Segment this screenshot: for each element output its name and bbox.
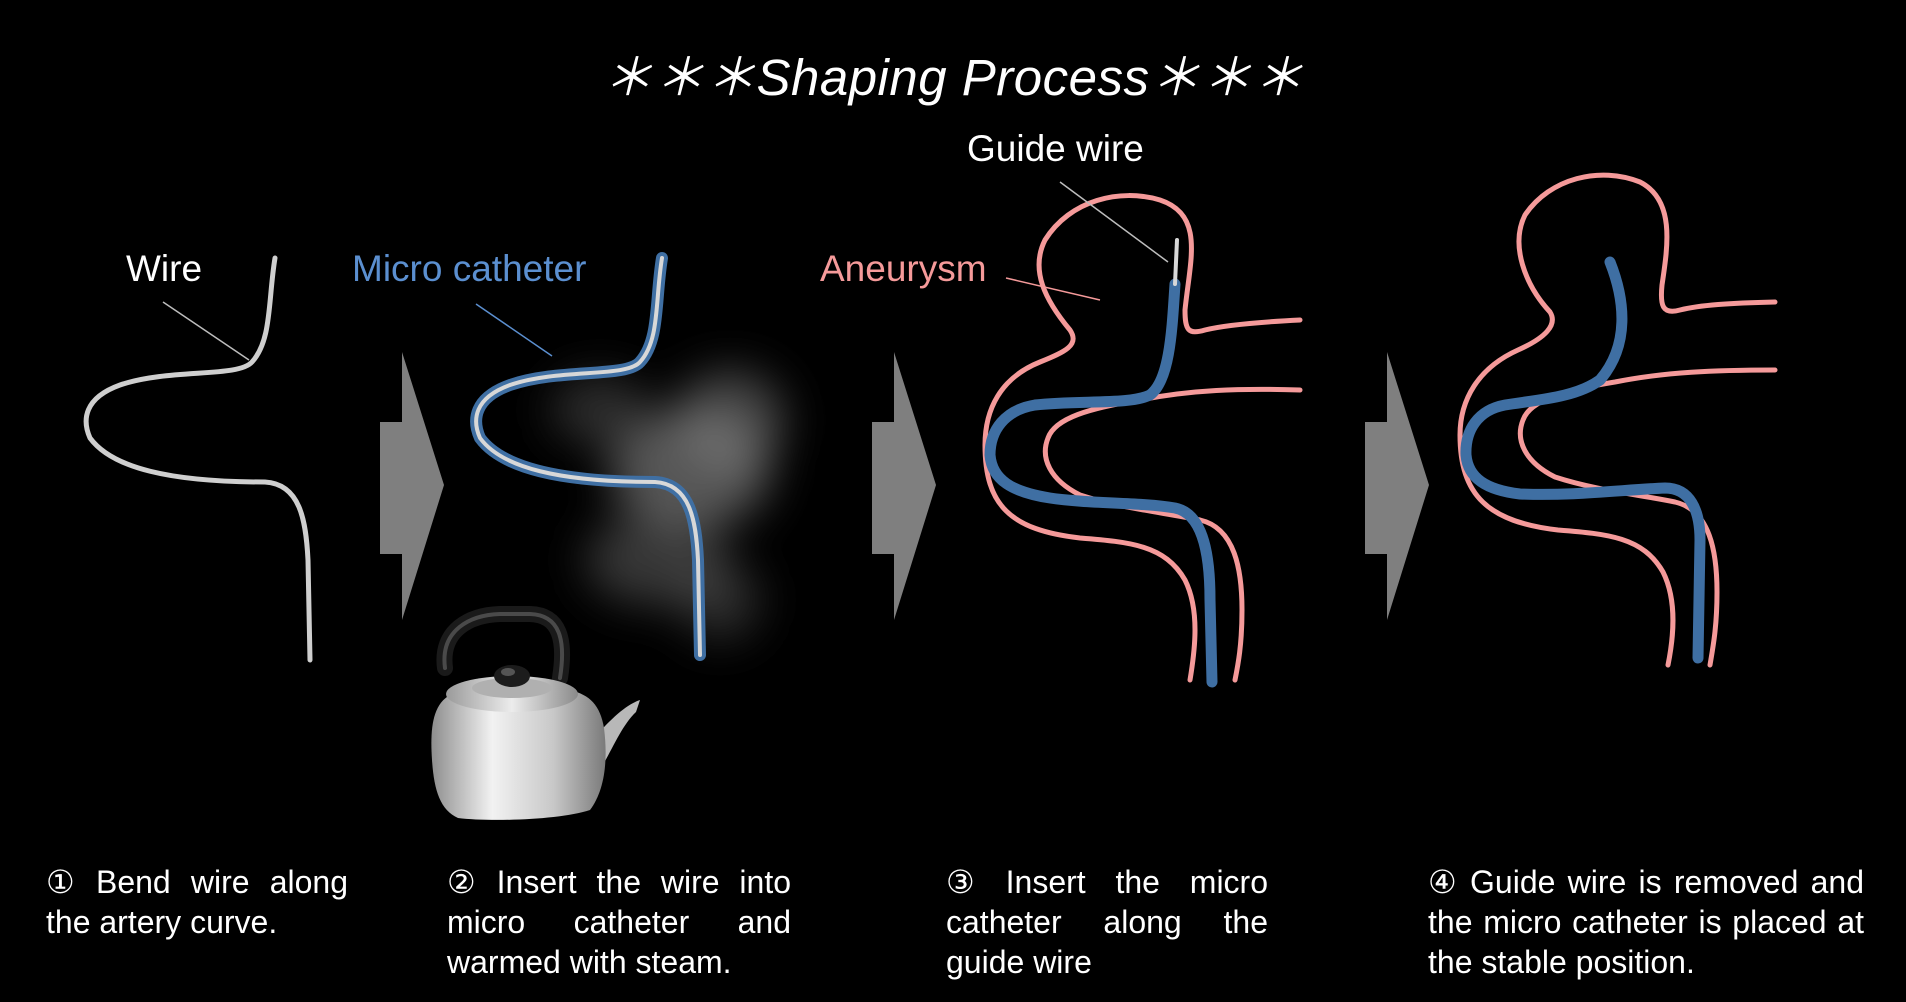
artery-with-aneurysm-4 bbox=[1457, 172, 1778, 668]
steam-icon bbox=[550, 370, 785, 640]
guide-wire-pointer-line bbox=[1059, 181, 1169, 263]
micro-catheter-inner-wire bbox=[474, 256, 702, 657]
bent-wire bbox=[83, 255, 313, 663]
wire-label: Wire bbox=[126, 248, 203, 289]
diagram-title: ＊＊＊Shaping Process＊＊＊ bbox=[601, 49, 1305, 106]
step-3-text: Insert the micro catheter along the guid… bbox=[946, 864, 1269, 980]
step-2-number: ② bbox=[447, 864, 487, 900]
right-arrow-icon bbox=[872, 352, 936, 620]
micro-catheter-label: Micro catheter bbox=[352, 248, 587, 289]
right-arrow-icon bbox=[1365, 352, 1429, 620]
catheter-pointer-line bbox=[475, 303, 553, 357]
aneurysm-pointer-line bbox=[1005, 277, 1101, 301]
artery-with-aneurysm-3 bbox=[982, 193, 1303, 683]
step-3-number: ③ bbox=[946, 864, 996, 900]
step-2-text: Insert the wire into micro catheter and … bbox=[447, 864, 792, 980]
step-4-number: ④ bbox=[1428, 864, 1461, 900]
step-1-text: Bend wire along the artery curve. bbox=[46, 864, 349, 940]
step-1-number: ① bbox=[46, 864, 86, 900]
guide-wire-label: Guide wire bbox=[967, 128, 1144, 169]
micro-catheter-4 bbox=[1460, 256, 1706, 664]
micro-catheter-3 bbox=[984, 278, 1218, 688]
aneurysm-label: Aneurysm bbox=[820, 248, 987, 289]
wire-pointer-line bbox=[162, 301, 250, 361]
right-arrow-icon bbox=[380, 352, 444, 620]
step-4-text: Guide wire is removed and the micro cath… bbox=[1428, 864, 1865, 980]
kettle-icon bbox=[431, 606, 640, 820]
guide-wire-tip bbox=[1173, 238, 1179, 286]
